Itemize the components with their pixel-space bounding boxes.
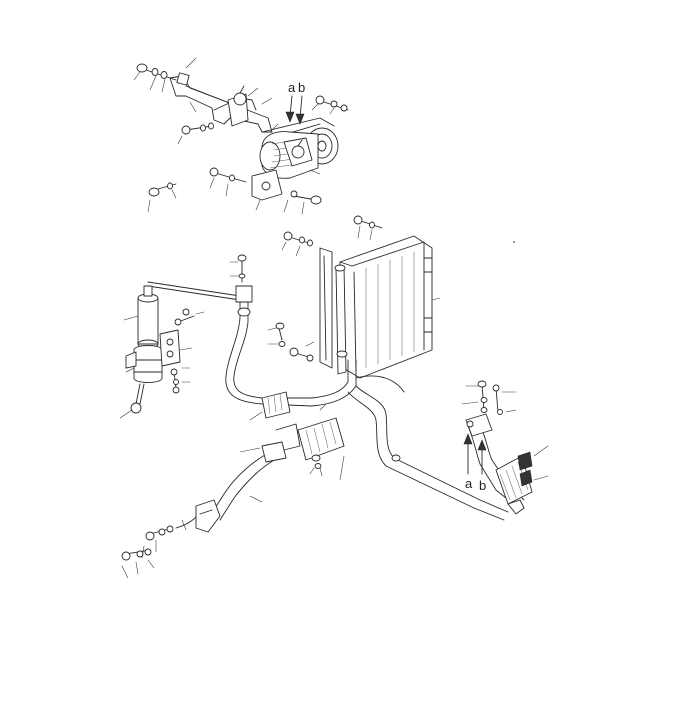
compressor-mount-bracket-group: [133, 57, 279, 145]
arrow-label-top-a: a: [288, 80, 296, 95]
receiver-drier-assembly: [119, 281, 241, 419]
compressor-lower-bolts: [147, 167, 322, 215]
mid-bolts: [267, 322, 327, 411]
stray-dot: [513, 241, 515, 243]
arrow-label-top-b: b: [298, 80, 305, 95]
lower-left-bolts: [121, 495, 263, 579]
condenser-unit: [319, 225, 441, 379]
refrigerant-hoses: [175, 254, 509, 533]
hose-clamp-blocks: [239, 391, 345, 481]
ac-compressor: [251, 117, 339, 211]
arrow-label-right-a: a: [465, 476, 473, 491]
right-evaporator-assembly: a b: [461, 380, 549, 515]
top-right-bolt: [311, 95, 349, 115]
condenser-top-bolts: [281, 215, 383, 257]
arrow-label-right-b: b: [479, 478, 486, 493]
belt-arrows-group: a b: [285, 80, 305, 125]
